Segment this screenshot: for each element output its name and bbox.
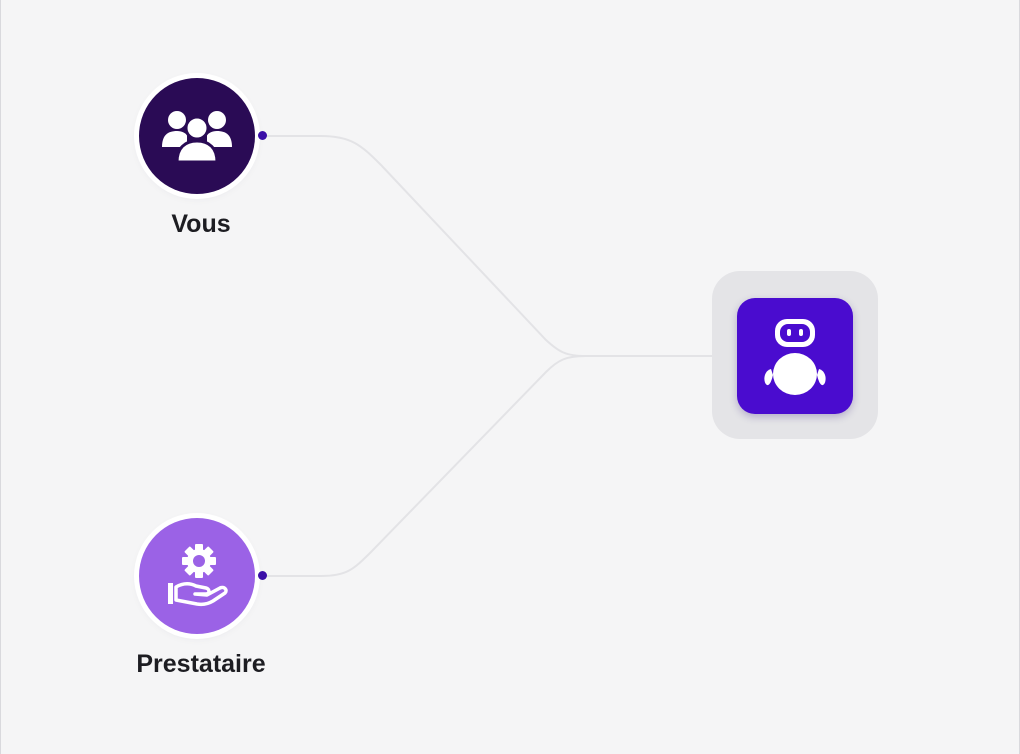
connector-vous-to-assistant [263,135,713,357]
robot-icon [764,319,826,395]
output-port-vous[interactable] [258,131,267,140]
node-assistant[interactable] [737,298,853,414]
connector-prestataire-to-assistant [263,355,587,577]
group-of-people-icon [162,111,232,164]
node-prestataire[interactable] [139,518,255,634]
node-label-prestataire: Prestataire [136,650,266,678]
output-port-prestataire[interactable] [258,571,267,580]
node-label-vous: Vous [171,210,231,238]
hand-gear-icon [168,544,228,607]
node-vous[interactable] [139,78,255,194]
